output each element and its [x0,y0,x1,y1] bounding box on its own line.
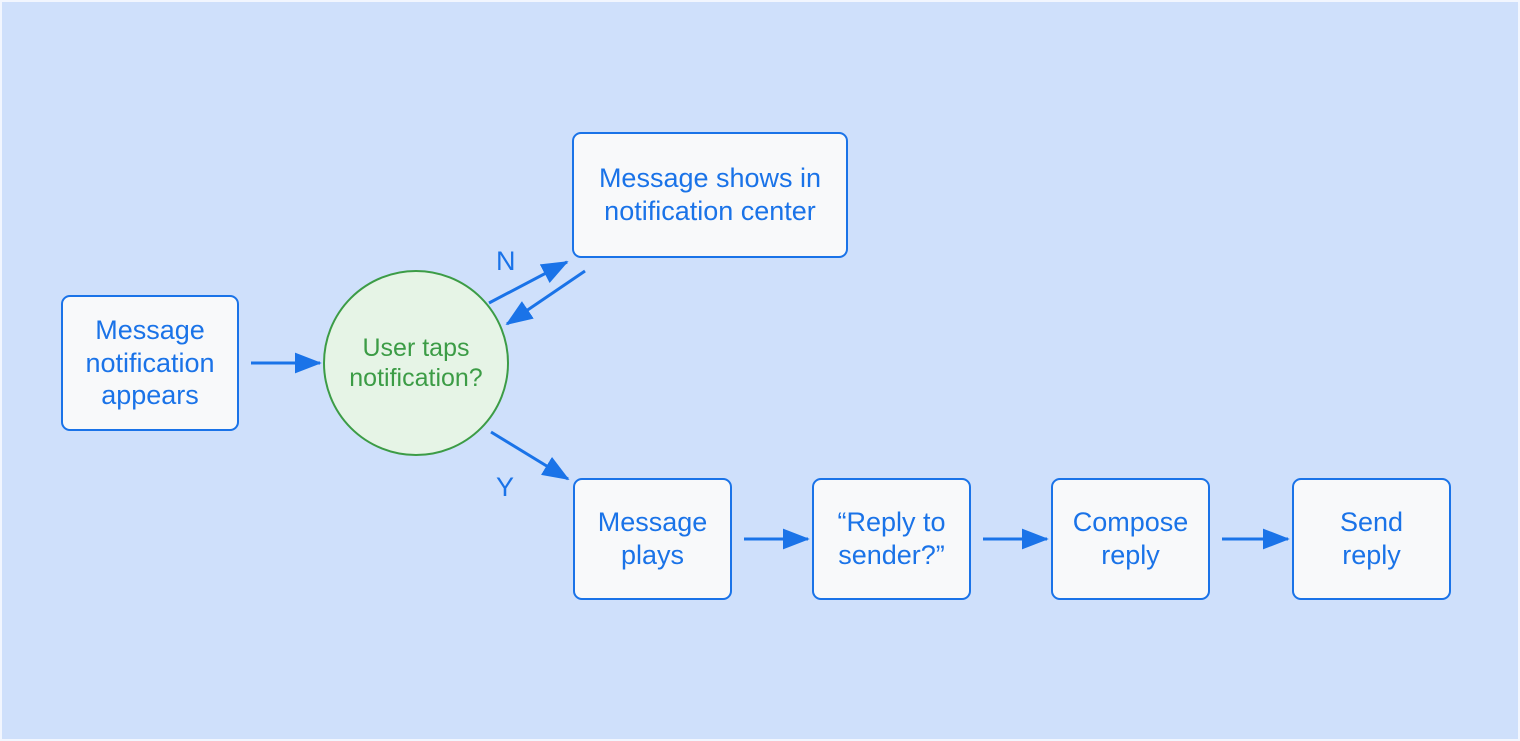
node-label: Compose reply [1072,507,1189,570]
node-message-notification-appears[interactable]: Message notification appears [61,295,239,431]
node-label: Message notification appears [85,314,215,411]
node-label: User taps notification? [349,333,483,393]
node-reply-to-sender[interactable]: “Reply to sender?” [812,478,971,600]
node-compose-reply[interactable]: Compose reply [1051,478,1210,600]
node-send-reply[interactable]: Send reply [1292,478,1451,600]
node-user-taps-notification[interactable]: User taps notification? [323,270,509,456]
edge-arrow [505,269,586,326]
node-label: “Reply to sender?” [837,507,946,570]
node-message-shows-in-notification-center[interactable]: Message shows in notification center [572,132,848,258]
node-label: Send reply [1339,507,1404,570]
node-label: Message shows in notification center [598,163,822,226]
node-message-plays[interactable]: Message plays [573,478,732,600]
node-label: Message plays [597,507,708,570]
edge-label-no: N [496,246,516,276]
edge-label-yes: Y [496,472,515,502]
